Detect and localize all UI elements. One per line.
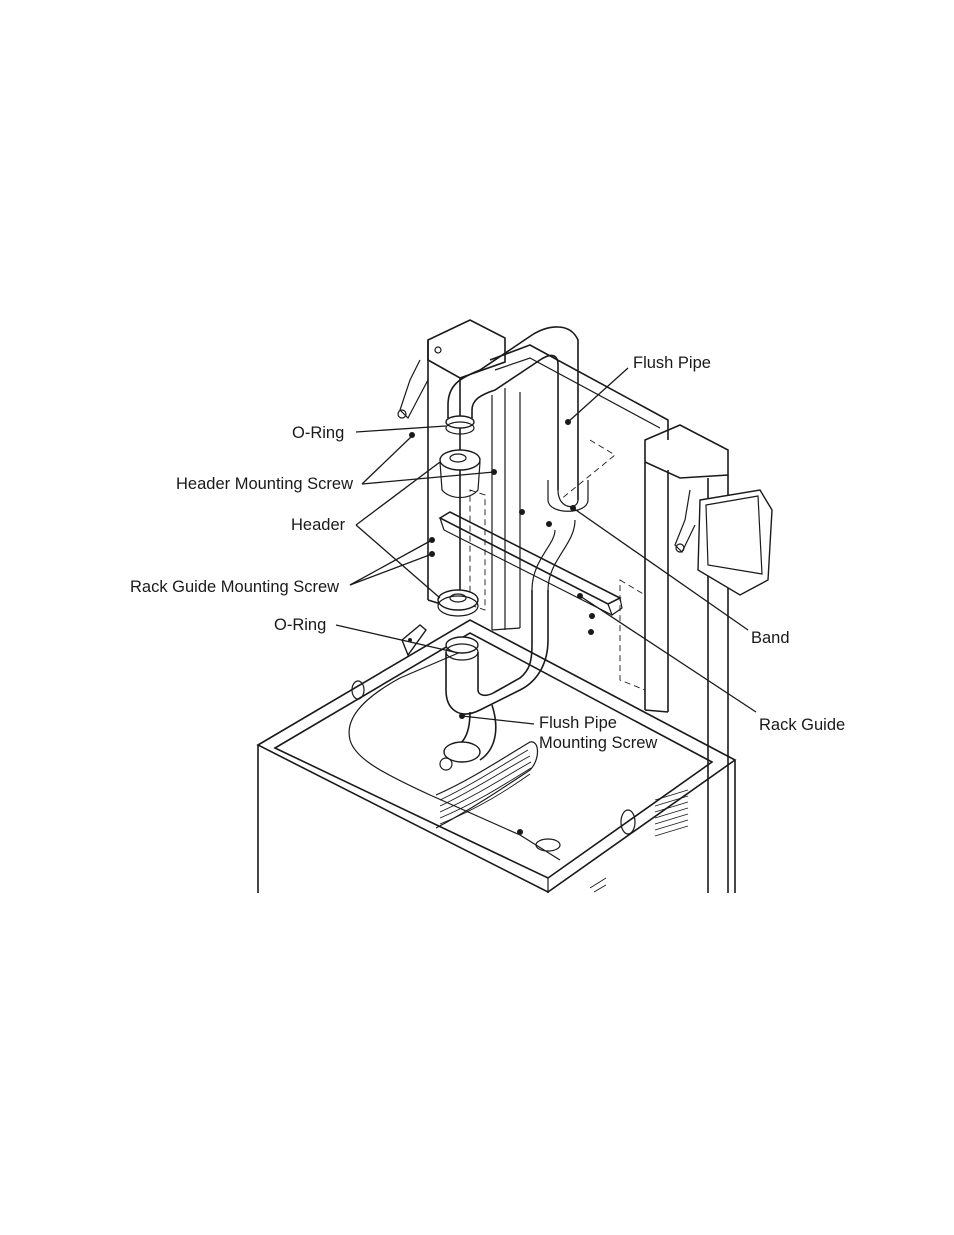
right-upright xyxy=(645,425,772,893)
back-frame xyxy=(470,345,668,690)
label-rack-guide-mounting-screw: Rack Guide Mounting Screw xyxy=(130,578,339,596)
vent-grille xyxy=(590,790,688,892)
label-o-ring-top: O-Ring xyxy=(292,424,344,442)
label-flush-pipe-mounting-screw-line1: Flush Pipe xyxy=(539,714,617,732)
flush-pipe xyxy=(446,327,578,507)
leader-lines xyxy=(336,368,756,724)
header-part xyxy=(409,432,497,498)
lower-fitting xyxy=(438,590,478,616)
label-band: Band xyxy=(751,629,790,647)
label-rack-guide: Rack Guide xyxy=(759,716,845,734)
control-panel xyxy=(698,490,772,595)
label-o-ring-bottom: O-Ring xyxy=(274,616,326,634)
label-header-mounting-screw: Header Mounting Screw xyxy=(176,475,353,493)
label-flush-pipe-mounting-screw-line2: Mounting Screw xyxy=(539,734,657,752)
label-flush-pipe: Flush Pipe xyxy=(633,354,711,372)
bracket xyxy=(402,625,426,655)
label-header: Header xyxy=(291,516,346,534)
cabinet xyxy=(258,620,735,893)
